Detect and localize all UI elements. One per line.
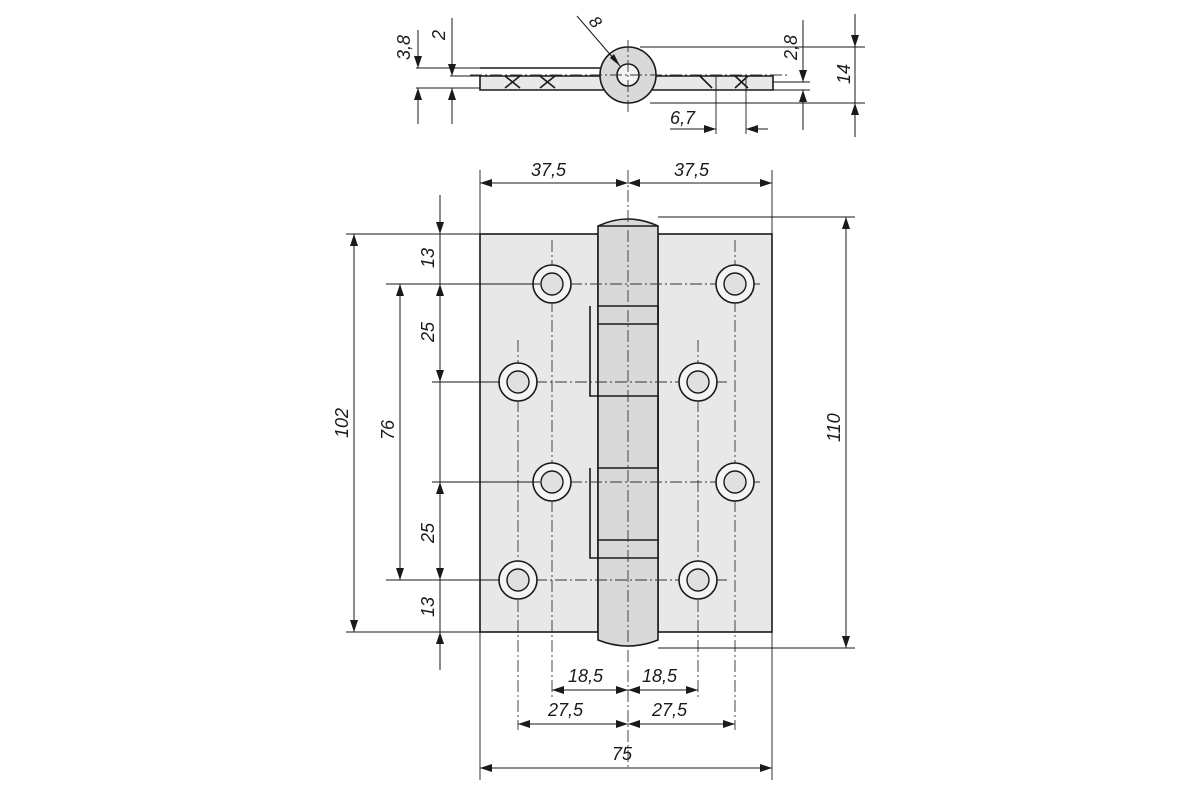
dim-2-8-label: 2,8 <box>781 35 801 61</box>
dim-102-label: 102 <box>332 408 352 438</box>
dim-25-top-label: 25 <box>418 321 438 343</box>
dim-18-5-left-label: 18,5 <box>568 666 604 686</box>
hinge-front-view: 37,5 37,5 102 76 13 25 25 13 <box>332 160 855 780</box>
dim-76-label: 76 <box>378 419 398 440</box>
dim-18-5-right-label: 18,5 <box>642 666 678 686</box>
left-leaf <box>479 233 599 633</box>
dim-14-label: 14 <box>834 64 854 84</box>
dim-110-label: 110 <box>824 413 844 442</box>
dim-75-label: 75 <box>612 744 633 764</box>
dim-13-bottom-label: 13 <box>418 597 438 617</box>
dim-8-arrow <box>610 54 620 66</box>
hinge-top-view: 8 3,8 2 2,8 14 <box>394 12 865 137</box>
dim-37-5-right-label: 37,5 <box>674 160 710 180</box>
dim-2-label: 2 <box>429 30 449 41</box>
top-left-countersinks <box>480 67 606 89</box>
dim-13-top-label: 13 <box>418 248 438 268</box>
dim-6-7-label: 6,7 <box>670 108 696 128</box>
dim-27-5-left-label: 27,5 <box>547 700 584 720</box>
dim-25-bottom-label: 25 <box>418 522 438 544</box>
dim-3-8-label: 3,8 <box>394 35 414 60</box>
dim-27-5-right-label: 27,5 <box>651 700 688 720</box>
dim-37-5-left-label: 37,5 <box>531 160 567 180</box>
